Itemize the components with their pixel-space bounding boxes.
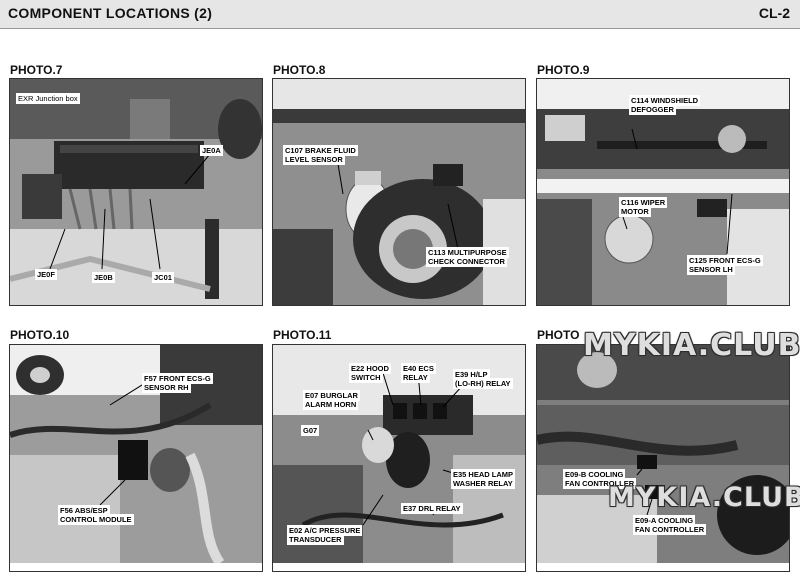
photo-8: C107 BRAKE FLUID LEVEL SENSOR C113 MULTI…	[272, 78, 526, 306]
photo-8-label: PHOTO.8	[273, 63, 326, 77]
photo-7-callout-je0a: JE0A	[200, 145, 223, 156]
photo-8-callout-c107-line1: C107 BRAKE FLUID	[283, 145, 358, 156]
page-header: COMPONENT LOCATIONS (2) CL-2	[0, 0, 800, 29]
photo-11-callout-e40-line1: E40 ECS	[401, 363, 436, 374]
photo-11-callout-e37: E37 DRL RELAY	[401, 503, 463, 514]
page-title: COMPONENT LOCATIONS (2)	[8, 5, 213, 21]
photo-10: F57 FRONT ECS-G SENSOR RH F56 ABS/ESP CO…	[9, 344, 263, 572]
photo-10-callout-f57-line1: F57 FRONT ECS-G	[142, 373, 213, 384]
photo-11-callout-e39-line1: E39 H/LP	[453, 369, 490, 380]
photo-12-label: PHOTO	[537, 328, 580, 342]
photo-11-callout-e22-line2: SWITCH	[349, 372, 383, 383]
photo-9-label: PHOTO.9	[537, 63, 590, 77]
photo-9-callout-c114-line1: C114 WINDSHIELD	[629, 95, 701, 106]
photo-12-callout-e09b-line2: FAN CONTROLLER	[563, 478, 637, 489]
photo-11-callout-e40-line2: RELAY	[401, 372, 430, 383]
photo-12: E09-B COOLING FAN CONTROLLER E09-A COOLI…	[536, 344, 790, 572]
photo-11: E22 HOOD SWITCH E40 ECS RELAY E39 H/LP (…	[272, 344, 526, 572]
watermark-top: MYKIA.CLUB	[583, 328, 800, 363]
photo-11-callout-e02-line1: E02 A/C PRESSURE	[287, 525, 363, 536]
photo-12-callout-e09a-line2: FAN CONTROLLER	[633, 524, 707, 535]
photo-11-callout-e02-line2: TRANSDUCER	[287, 534, 344, 545]
photo-11-callout-g07: G07	[301, 425, 320, 436]
photo-7-callout-je0b: JE0B	[92, 272, 115, 283]
photo-9-callout-c125-line2: SENSOR LH	[687, 264, 735, 275]
photo-8-image	[273, 79, 525, 305]
photo-7-callout-je0f: JE0F	[35, 269, 57, 280]
photo-12-callout-e09a-line1: E09-A COOLING	[633, 515, 696, 526]
page-code: CL-2	[758, 5, 790, 21]
photo-11-label: PHOTO.11	[273, 328, 332, 342]
photo-11-callout-e39-line2: (LO-RH) RELAY	[453, 378, 513, 389]
photo-7-callout-jc01: JC01	[152, 272, 174, 283]
photo-7-image	[10, 79, 262, 305]
watermark-bottom: MYKIA.CLUB	[608, 482, 800, 513]
photo-12-callout-e09b-line1: E09-B COOLING	[563, 469, 626, 480]
photo-10-callout-f56-line1: F56 ABS/ESP	[58, 505, 110, 516]
photo-10-callout-f56-line2: CONTROL MODULE	[58, 514, 134, 525]
photo-9-callout-c114-line2: DEFOGGER	[629, 104, 676, 115]
photo-10-label: PHOTO.10	[10, 328, 70, 342]
photo-9-callout-c116-line1: C116 WIPER	[619, 197, 668, 208]
photo-9: C114 WINDSHIELD DEFOGGER C116 WIPER MOTO…	[536, 78, 790, 306]
photo-10-image	[10, 345, 262, 563]
photo-8-callout-c113-line1: C113 MULTIPURPOSE	[426, 247, 509, 258]
photo-11-callout-e07-line1: E07 BURGLAR	[303, 390, 360, 401]
photo-7-callout-exr-junction-box: EXR Junction box	[16, 93, 80, 104]
photo-9-image	[537, 79, 789, 305]
photo-11-callout-e35-line2: WASHER RELAY	[451, 478, 515, 489]
photo-9-callout-c116-line2: MOTOR	[619, 206, 651, 217]
photo-8-callout-c113-line2: CHECK CONNECTOR	[426, 256, 507, 267]
photo-11-callout-e07-line2: ALARM HORN	[303, 399, 359, 410]
photo-11-callout-e35-line1: E35 HEAD LAMP	[451, 469, 516, 480]
photo-9-callout-c125-line1: C125 FRONT ECS-G	[687, 255, 763, 266]
photo-7-label: PHOTO.7	[10, 63, 63, 77]
photo-7: EXR Junction box JE0A JE0F JE0B JC01	[9, 78, 263, 306]
photo-8-callout-c107-line2: LEVEL SENSOR	[283, 154, 345, 165]
photo-10-callout-f57-line2: SENSOR RH	[142, 382, 191, 393]
photo-11-callout-e22-line1: E22 HOOD	[349, 363, 391, 374]
